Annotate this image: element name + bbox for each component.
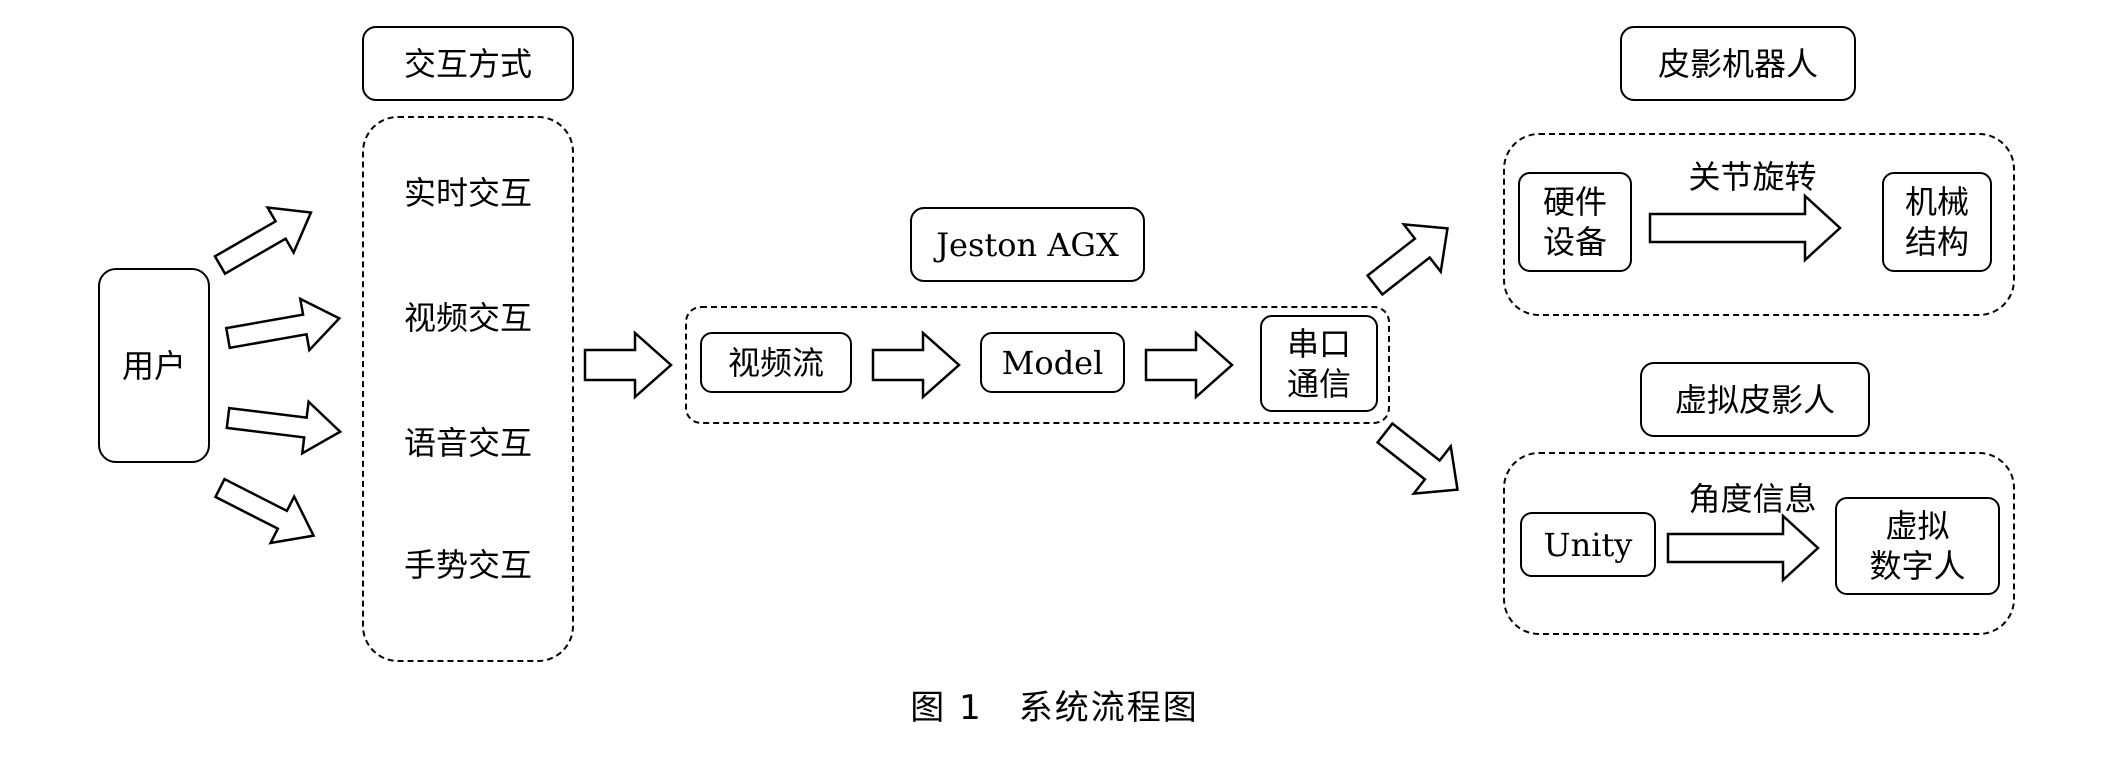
hardware-line2: 设备 <box>1542 223 1607 261</box>
arrow-user-to-video <box>224 296 342 353</box>
serial-comm-line1: 串口 <box>1286 324 1351 363</box>
digital-human-line2: 数字人 <box>1869 547 1966 585</box>
angle-info-label: 角度信息 <box>1688 480 1817 518</box>
robot-title: 皮影机器人 <box>1620 26 1856 101</box>
virtual-title: 虚拟皮影人 <box>1640 362 1870 437</box>
joint-rotation-label: 关节旋转 <box>1688 158 1817 196</box>
serial-comm-node: 串口 通信 <box>1260 315 1378 412</box>
unity-node: Unity <box>1520 512 1656 577</box>
interaction-item-video: 视频交互 <box>403 299 532 337</box>
serial-comm-line2: 通信 <box>1286 364 1351 403</box>
digital-human-line1: 虚拟 <box>1885 507 1950 545</box>
hardware-node: 硬件 设备 <box>1518 172 1632 272</box>
interaction-title: 交互方式 <box>362 26 574 101</box>
figure-caption: 图 1 系统流程图 <box>910 688 1199 728</box>
arrow-unity-to-digital <box>1666 513 1820 583</box>
arrow-model-to-serial <box>1144 330 1234 400</box>
jetson-group <box>685 306 1390 424</box>
virtual-group <box>1503 452 2015 635</box>
arrow-jetson-to-virtual <box>1375 421 1459 496</box>
interaction-item-voice: 语音交互 <box>403 424 532 462</box>
model-node: Model <box>980 332 1125 393</box>
mechanical-line2: 结构 <box>1904 223 1969 261</box>
arrow-user-to-gesture <box>213 477 316 545</box>
user-node: 用户 <box>98 268 210 463</box>
arrow-interaction-to-jetson <box>583 330 673 400</box>
mechanical-line1: 机械 <box>1904 183 1969 221</box>
interaction-group <box>362 116 574 662</box>
interaction-item-gesture: 手势交互 <box>403 546 532 584</box>
arrow-hardware-to-mechanical <box>1648 193 1842 263</box>
hardware-line1: 硬件 <box>1542 183 1607 221</box>
arrow-user-to-realtime <box>213 205 313 276</box>
arrow-jetson-to-robot <box>1365 222 1449 297</box>
arrow-video-to-model <box>871 330 961 400</box>
mechanical-node: 机械 结构 <box>1882 172 1992 272</box>
arrow-user-to-voice <box>225 399 343 456</box>
jetson-title: Jeston AGX <box>910 207 1145 282</box>
robot-group <box>1503 133 2015 316</box>
interaction-item-realtime: 实时交互 <box>403 174 532 212</box>
digital-human-node: 虚拟 数字人 <box>1835 497 2000 595</box>
video-stream-node: 视频流 <box>700 332 852 393</box>
